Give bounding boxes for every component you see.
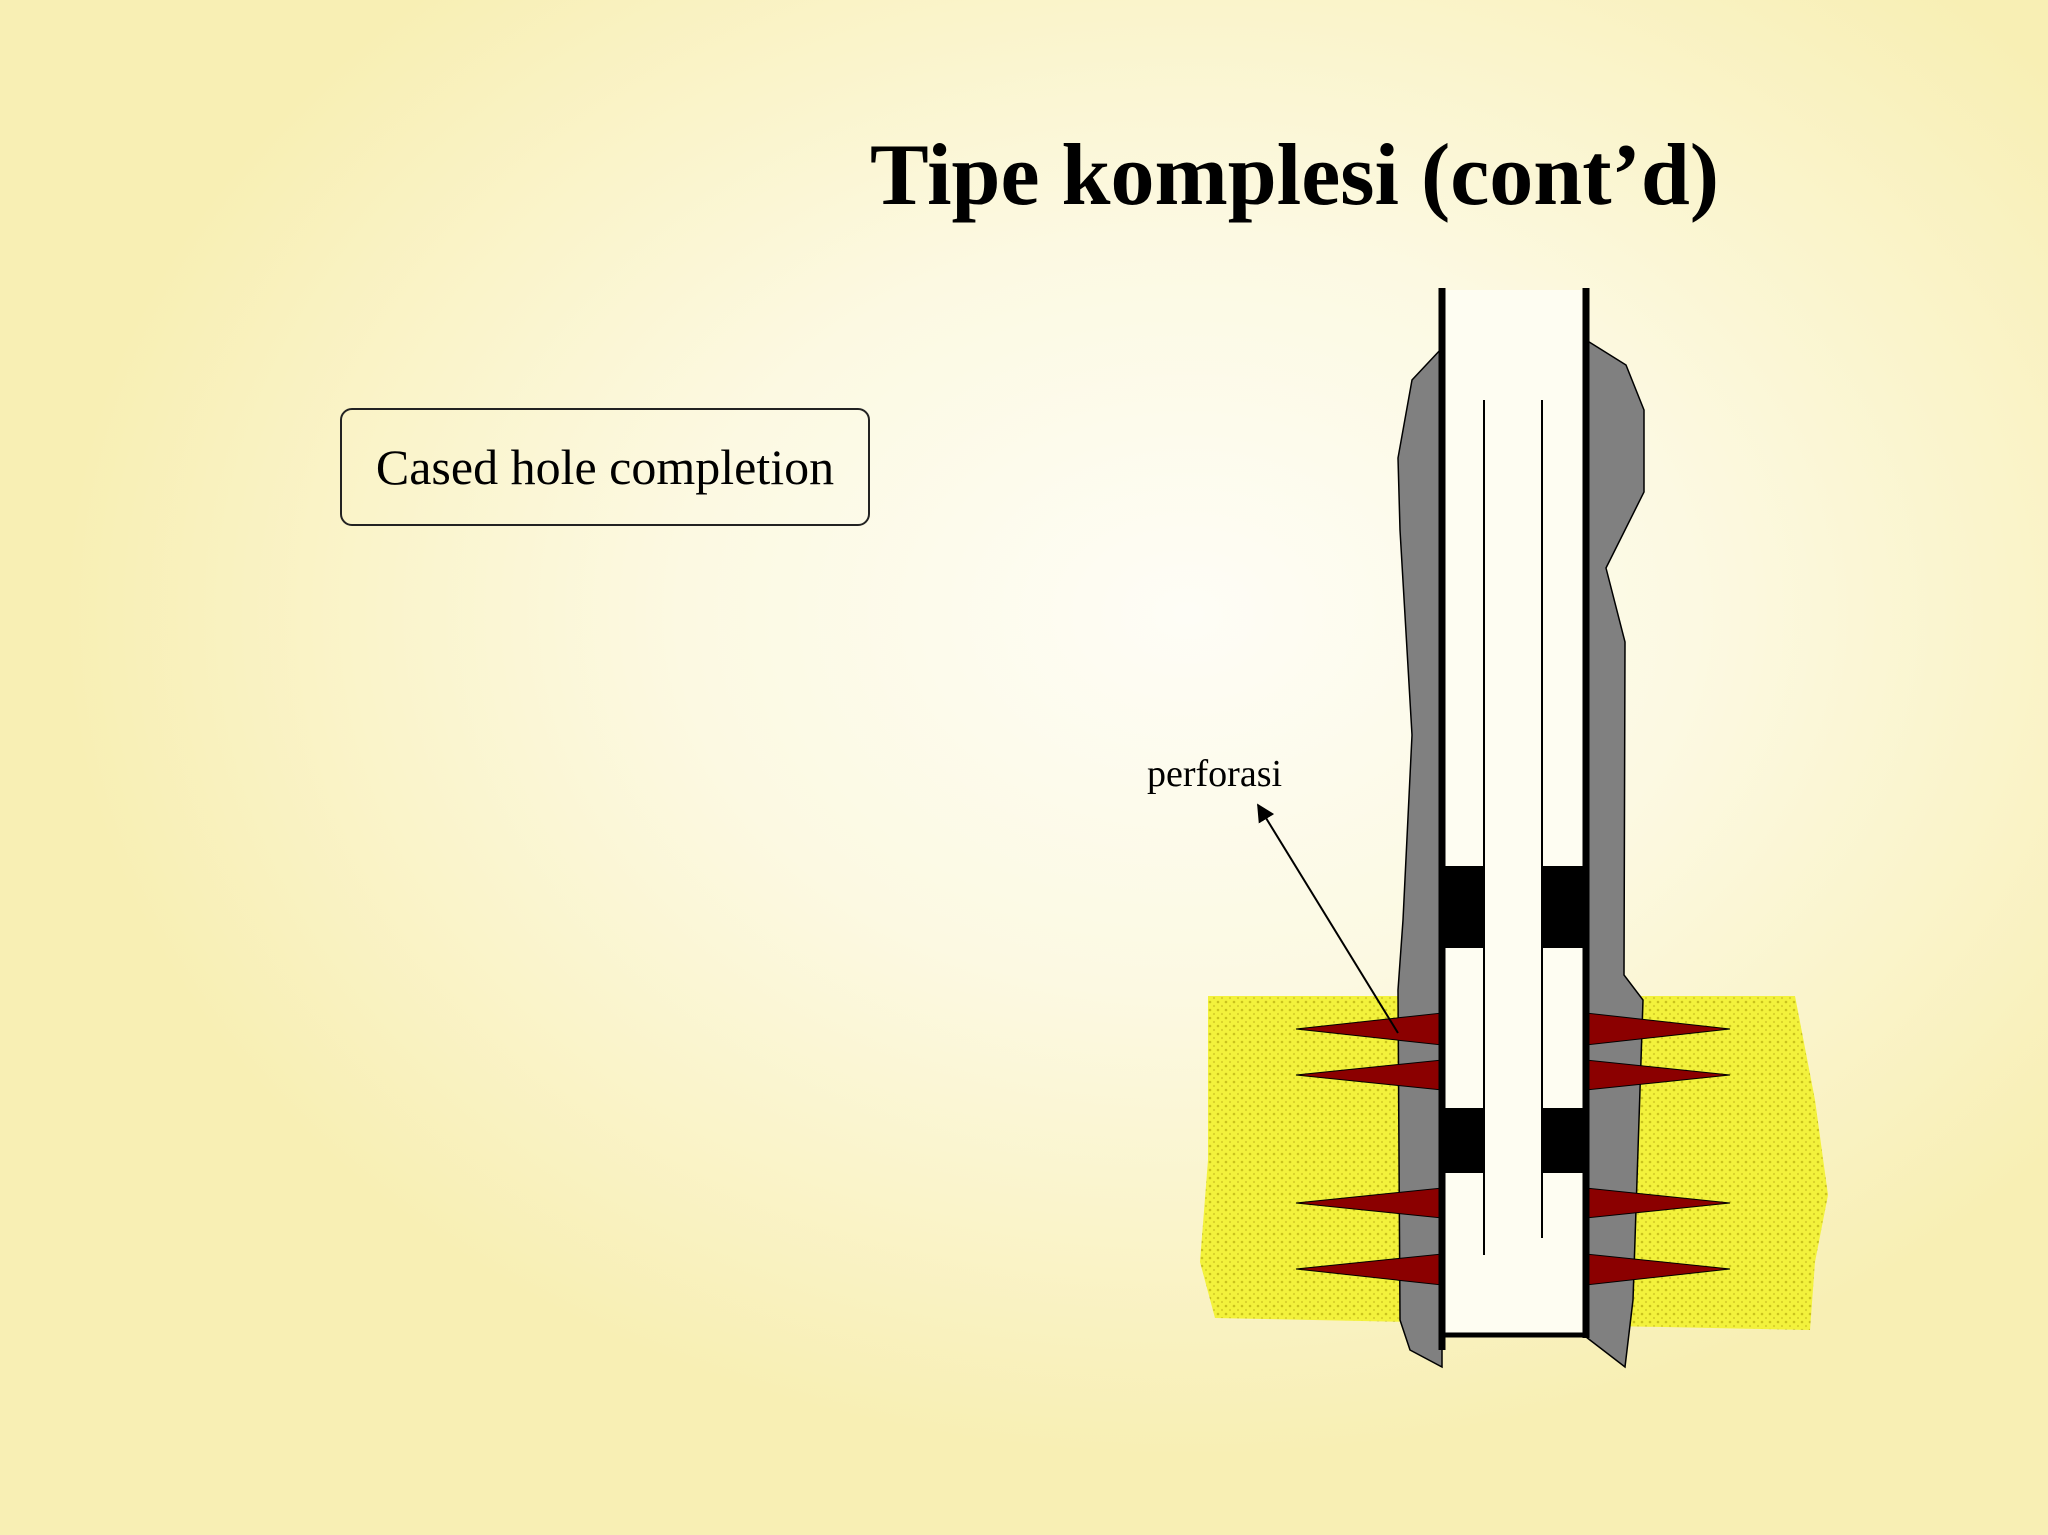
perforations [1295,1012,1731,1286]
slide-title: Tipe komplesi (cont’d) [870,127,1720,224]
packer-lower-right [1542,1108,1584,1173]
packer-upper-left [1444,866,1484,948]
perforation-annotation-label: perforasi [1147,753,1282,795]
annotation-arrow [1257,803,1399,1034]
packers [1444,866,1584,1173]
packer-lower-left [1444,1108,1484,1173]
wellbore-interior [1442,290,1586,1335]
completion-label-box: Cased hole completion [340,408,870,526]
cement-sheath-right [1585,338,1645,1369]
completion-label-text: Cased hole completion [375,439,835,495]
cement-sheath-left [1397,346,1443,1369]
packer-upper-right [1542,866,1584,948]
